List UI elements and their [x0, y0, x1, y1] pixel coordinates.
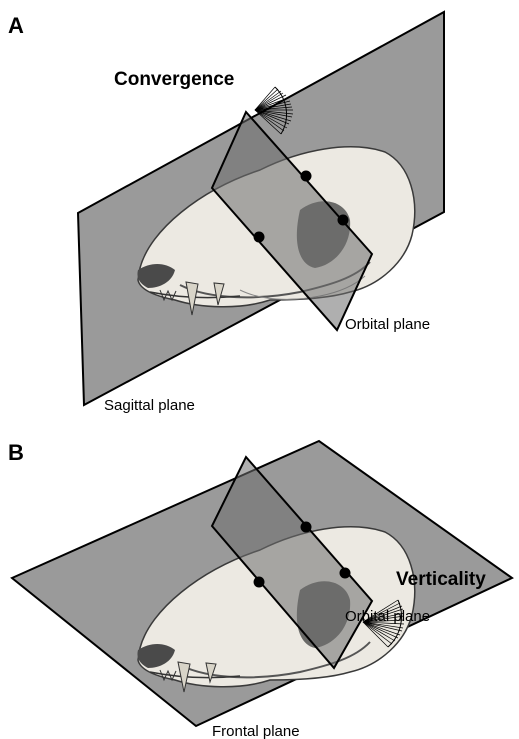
- orbital-plane-label-b: Orbital plane: [345, 608, 430, 625]
- landmark-point-left: [254, 577, 265, 588]
- panel-a-letter: A: [8, 13, 24, 38]
- verticality-label: Verticality: [396, 569, 486, 590]
- landmark-point-right: [340, 568, 351, 579]
- panel-b-letter: B: [8, 440, 24, 465]
- landmark-point-right: [338, 215, 349, 226]
- panel-b-figure: B Verticality Orbital plane: [0, 420, 519, 739]
- panel-a-figure: A Convergence: [0, 0, 519, 420]
- panel-a-convergence: A Convergence: [0, 0, 519, 420]
- panel-b-verticality: B Verticality Orbital plane: [0, 420, 519, 739]
- convergence-label: Convergence: [114, 69, 234, 90]
- frontal-plane-label: Frontal plane: [212, 723, 300, 739]
- landmark-point-upper: [301, 522, 312, 533]
- sagittal-plane-label: Sagittal plane: [104, 397, 195, 414]
- orbital-plane-label-a: Orbital plane: [345, 316, 430, 333]
- landmark-point-upper: [301, 171, 312, 182]
- landmark-point-left: [254, 232, 265, 243]
